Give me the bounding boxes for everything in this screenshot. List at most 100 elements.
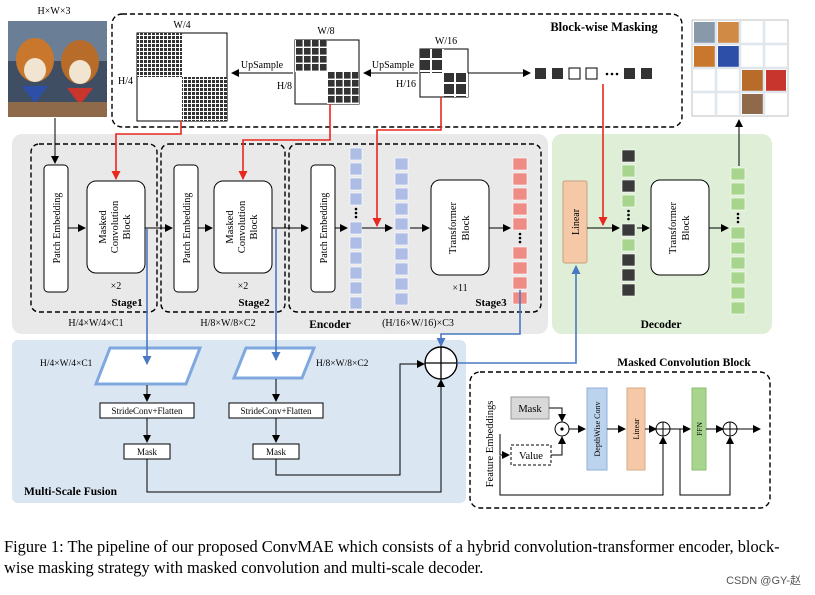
tokens-green-token	[730, 241, 746, 255]
stage2-dims: H/8×W/8×C2	[200, 318, 255, 329]
tokens-blue-a-ellipsis-dot	[354, 207, 358, 211]
tokens-blue-a-token	[349, 296, 363, 310]
patch-embedding-2-label: Patch Embedding	[182, 193, 193, 264]
tokens-mix-token	[621, 164, 636, 178]
output-image	[691, 19, 789, 117]
blue-token-column-b	[394, 157, 409, 306]
stage3-label: Stage3	[475, 297, 507, 309]
tokens-red-token	[512, 157, 528, 171]
mixed-token-column	[621, 149, 636, 297]
tokens-red-token	[512, 276, 528, 290]
encoder-panel	[12, 134, 548, 334]
mcb-sum-node-1	[655, 421, 671, 437]
h16-label: H/16	[396, 79, 416, 90]
block-wise-masking-title: Block-wise Masking	[550, 20, 658, 34]
mask-arrow-stage2	[238, 104, 331, 180]
tokens-blue-b-token	[394, 292, 409, 306]
tokens-mix-token	[621, 149, 636, 163]
tokens-blue-b-token	[394, 202, 409, 216]
green-token-column	[730, 167, 746, 315]
stage1-dims: H/4×W/4×C1	[68, 318, 123, 329]
tokens-mix-token	[621, 179, 636, 193]
fusion-to-decoder-arrow	[457, 265, 581, 364]
patch-embedding-1-label: Patch Embedding	[52, 193, 63, 264]
tokens-green-token	[730, 167, 746, 181]
masked-conv-block-1-label: MaskedConvolutionBlock	[98, 200, 133, 253]
mcb-residual-1	[499, 436, 667, 496]
mask-arrow-stage3	[372, 97, 442, 227]
tokens-red-token	[512, 202, 528, 216]
w16-label: W/16	[435, 36, 457, 47]
tokens-mix-ellipsis-dot	[627, 209, 630, 213]
fusion-dims-1: H/4×W/4×C1	[40, 359, 93, 369]
mask-grid-w4	[136, 32, 228, 122]
tokens-blue-b-token	[394, 157, 409, 171]
tokens-blue-a-token	[349, 251, 363, 265]
tokens-mix-token	[621, 253, 636, 267]
tokens-blue-a-token	[349, 236, 363, 250]
tokens-blue-b-token	[394, 232, 409, 246]
figure-caption: Figure 1: The pipeline of our proposed C…	[4, 537, 780, 577]
convmae-pipeline-diagram: H×W×3 Block-wise Masking W/4 H/4 UpSampl…	[8, 6, 789, 509]
tokens-blue-a-token	[349, 162, 363, 176]
tokens-blue-b-token	[394, 217, 409, 231]
fusion-sum-node	[424, 346, 458, 380]
w4-label: W/4	[173, 20, 190, 31]
tokens-mix-token	[621, 194, 636, 208]
h4-label: H/4	[118, 76, 133, 87]
input-image	[8, 21, 107, 117]
strideconv-2-label: StrideConv+Flatten	[240, 406, 312, 416]
mcb-detail-title: Masked Convolution Block	[617, 357, 751, 369]
fusion-feature-1	[93, 346, 203, 386]
mcb2-line3: Block	[249, 214, 260, 240]
tokens-green-token	[730, 271, 746, 285]
mcb1-line1: Masked	[98, 210, 109, 244]
fusion-mask-2-label: Mask	[266, 447, 286, 457]
mcb1-line2: Convolution	[110, 200, 121, 253]
tokens-red-ellipsis-dot	[518, 232, 522, 236]
mcb-multiply-node	[554, 421, 570, 437]
tokens-blue-a-token	[349, 266, 363, 280]
tokens-blue-a-ellipsis-dot	[354, 215, 358, 219]
tokens-mix-token	[621, 238, 636, 252]
watermark: CSDN @GY-赵	[726, 575, 801, 587]
mcb-feature-embeddings: Feature Embeddings	[485, 401, 496, 488]
mask-token-sequence	[535, 67, 652, 80]
tokens-blue-a-token	[349, 281, 363, 295]
tokens-blue-a-token	[349, 192, 363, 206]
tokens-green-token	[730, 197, 746, 211]
tokens-blue-a-ellipsis-dot	[354, 211, 358, 215]
mcb-input-to-value	[499, 434, 510, 459]
stage2-label: Stage2	[238, 297, 270, 309]
strideconv-1-label: StrideConv+Flatten	[111, 406, 183, 416]
mcb-residual-2	[679, 429, 734, 496]
fusion-merge-2	[275, 360, 425, 476]
mcb-ffn-label: FFN	[695, 422, 704, 436]
encoder-label: Encoder	[309, 319, 351, 331]
mcb-sum-node-2	[722, 421, 738, 437]
decoder-linear-label: Linear	[571, 208, 582, 235]
tokens-red-token	[512, 246, 528, 260]
fusion-arrow-stage3	[436, 290, 521, 347]
transformer-block-encoder	[430, 179, 490, 276]
block-wise-masking-box	[111, 13, 683, 128]
repeat-x2-2: ×2	[238, 281, 249, 292]
fusion-feature-2	[231, 346, 317, 380]
mcb-mask-label: Mask	[518, 404, 542, 415]
decoder-linear	[562, 180, 588, 264]
tokens-green-token	[730, 182, 746, 196]
tokens-red-ellipsis-dot	[518, 240, 522, 244]
input-dims-label: H×W×3	[38, 6, 71, 17]
tb-dec-line1: Transformer	[668, 201, 679, 254]
mcb-depthwise-label: DepthWise Conv	[593, 401, 602, 456]
patch-embedding-3-label: Patch Embedding	[319, 193, 330, 264]
fusion-label: Multi-Scale Fusion	[24, 486, 118, 498]
fusion-dims-2: H/8×W/8×C2	[316, 359, 369, 369]
mcb-linear-label: Linear	[632, 418, 641, 439]
h8-label: H/8	[277, 81, 292, 92]
repeat-x11: ×11	[452, 283, 467, 294]
tokens-mix-token	[621, 283, 636, 297]
tokens-mix-ellipsis-dot	[627, 213, 630, 217]
tokens-green-token	[730, 286, 746, 300]
